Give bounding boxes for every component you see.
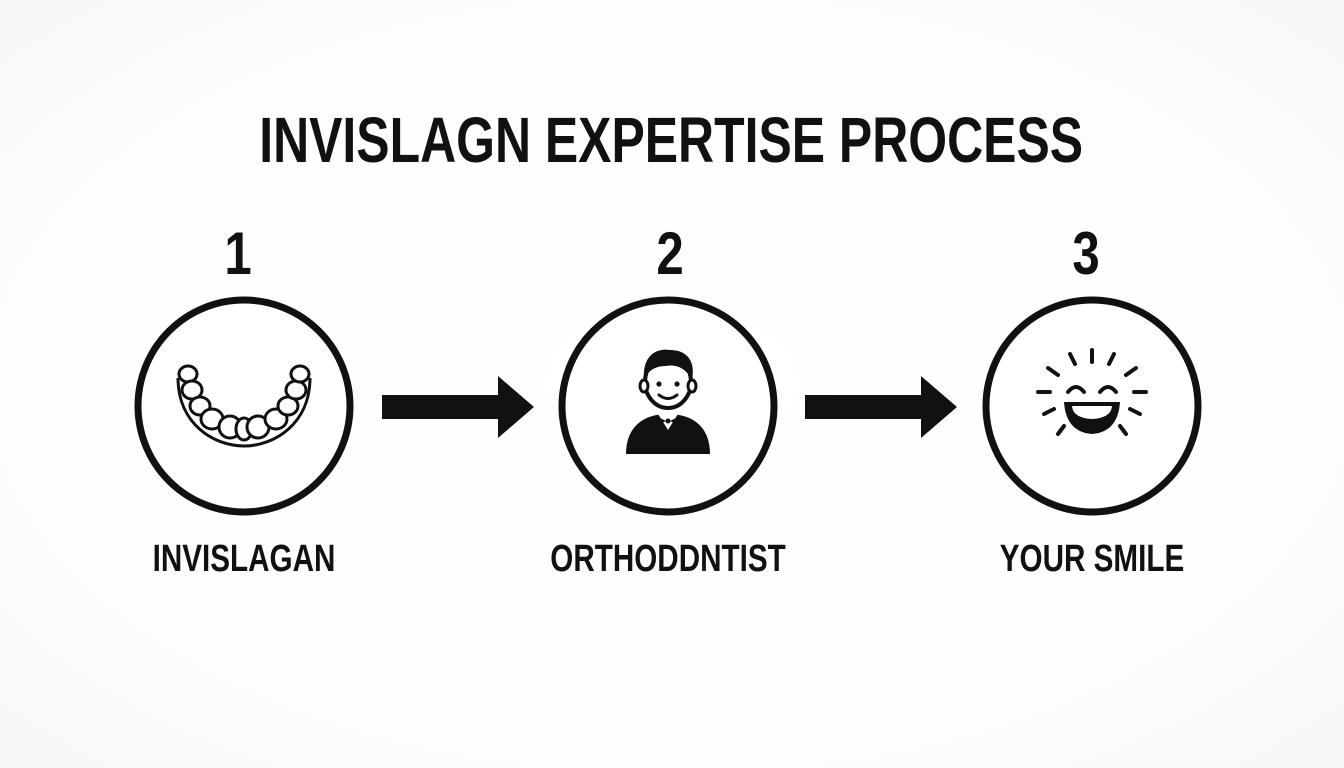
step-3: 3	[952, 216, 1232, 596]
arrow-right-icon	[805, 376, 965, 438]
step-3-label: YOUR SMILE	[999, 538, 1185, 580]
orthodontist-person-icon	[558, 296, 778, 516]
arrow-right-icon	[382, 376, 542, 438]
beaming-smile-icon	[982, 296, 1202, 516]
step-3-number: 3	[1072, 220, 1100, 287]
step-1: 1	[104, 216, 384, 596]
step-2-number: 2	[656, 220, 684, 287]
step-2-circle	[558, 296, 778, 516]
step-2-label: ORTHODDNTIST	[550, 538, 786, 580]
step-3-circle	[982, 296, 1202, 516]
step-1-number: 1	[224, 220, 252, 287]
step-2: 2	[528, 216, 808, 596]
step-1-circle	[134, 296, 354, 516]
step-1-label: INVISLAGAN	[152, 538, 336, 580]
aligner-teeth-icon	[134, 296, 354, 516]
diagram-title: INVISLAGN EXPERTISE PROCESS	[259, 104, 1084, 176]
